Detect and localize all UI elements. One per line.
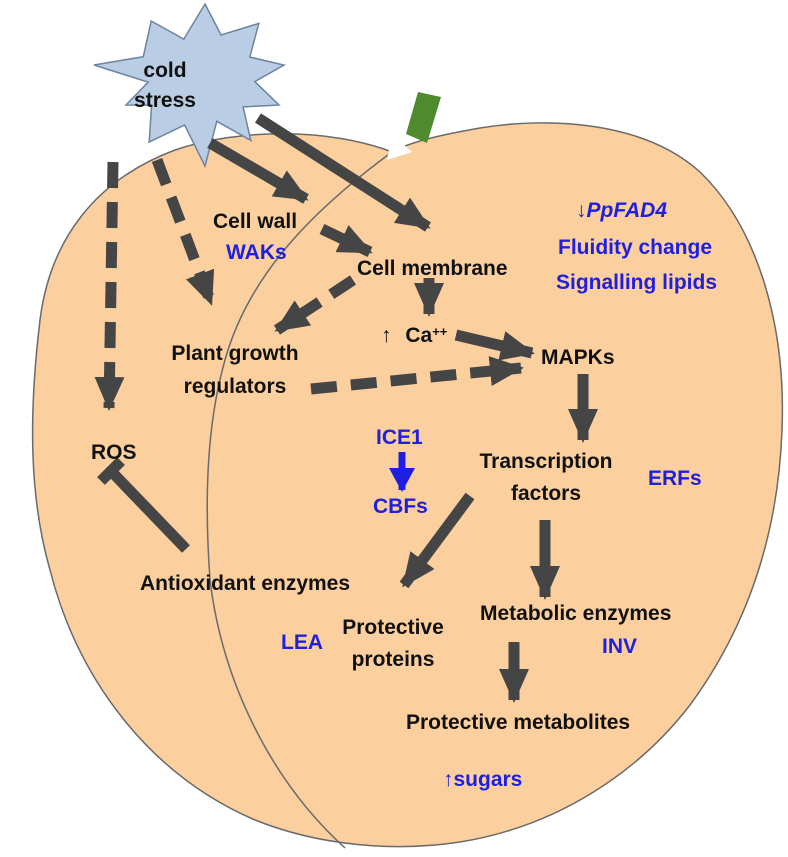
fad4-label: ↓PpFAD4 <box>576 198 667 223</box>
cell-membrane-label: Cell membrane <box>357 257 508 280</box>
down-arrow-icon: ↓ <box>576 199 587 222</box>
pgr-line2: regulators <box>183 375 287 398</box>
calcium-label: ↑ Ca++ <box>381 323 447 348</box>
dashed-pgr-to-mapks <box>310 356 524 395</box>
signalling-lipids-label: Signalling lipids <box>556 271 718 294</box>
peach-suture <box>206 151 393 849</box>
stem-notch <box>387 134 412 160</box>
protective-proteins-line1: Protective <box>342 616 444 639</box>
sugars-label: ↑sugars <box>443 767 522 792</box>
calcium-charge: ++ <box>432 324 448 339</box>
tf-line1: Transcription <box>479 450 613 473</box>
mapks-label: MAPKs <box>541 346 615 369</box>
erfs-label: ERFs <box>648 467 702 490</box>
waks-label: WAKs <box>226 241 287 264</box>
sugars-up-arrow-icon: ↑ <box>443 768 454 791</box>
pgr-label: Plant growth regulators <box>150 337 320 403</box>
calcium-ion: Ca <box>405 324 433 347</box>
sugars-text: sugars <box>453 768 523 791</box>
ice1-label: ICE1 <box>376 426 423 449</box>
cbfs-label: CBFs <box>373 495 428 518</box>
protective-metabolites-label: Protective metabolites <box>406 711 631 734</box>
up-arrow-icon: ↑ <box>381 324 392 347</box>
metabolic-enzymes-label: Metabolic enzymes <box>480 602 672 625</box>
dashed-membrane-to-pgr <box>273 275 357 335</box>
cell-wall-label: Cell wall <box>213 210 298 233</box>
antioxidant-enzymes-label: Antioxidant enzymes <box>140 572 351 595</box>
tf-line2: factors <box>510 482 582 505</box>
cold-stress-line2: stress <box>134 89 196 112</box>
fad4-gene: PpFAD4 <box>586 199 668 222</box>
cold-stress-line1: cold <box>143 59 187 82</box>
dashed-stress-to-ros <box>94 161 125 411</box>
arrow-calcium-to-mapks <box>454 329 535 361</box>
arrow-tf-to-protective-proteins <box>399 492 475 589</box>
arrow-stress-to-cell-membrane <box>255 113 431 232</box>
inhibit-antioxidant-to-ros <box>107 467 190 553</box>
tf-label: Transcription factors <box>466 446 626 510</box>
peach-stem <box>406 92 441 143</box>
ros-label: ROS <box>91 441 137 464</box>
cold-stress-label: cold stress <box>130 56 200 116</box>
dashed-stress-to-pgr <box>151 158 217 306</box>
arrow-cell-wall-to-membrane <box>319 224 373 257</box>
cold-stress-burst <box>93 2 287 169</box>
lea-label: LEA <box>281 631 323 654</box>
protective-proteins-label: Protective proteins <box>318 612 468 676</box>
protective-proteins-line2: proteins <box>351 648 435 671</box>
fluidity-change-label: Fluidity change <box>558 236 713 259</box>
inv-label: INV <box>602 635 638 658</box>
inhibit-bar <box>97 457 125 485</box>
arrow-stress-to-cell-wall <box>207 138 309 204</box>
pgr-line1: Plant growth <box>171 342 299 365</box>
